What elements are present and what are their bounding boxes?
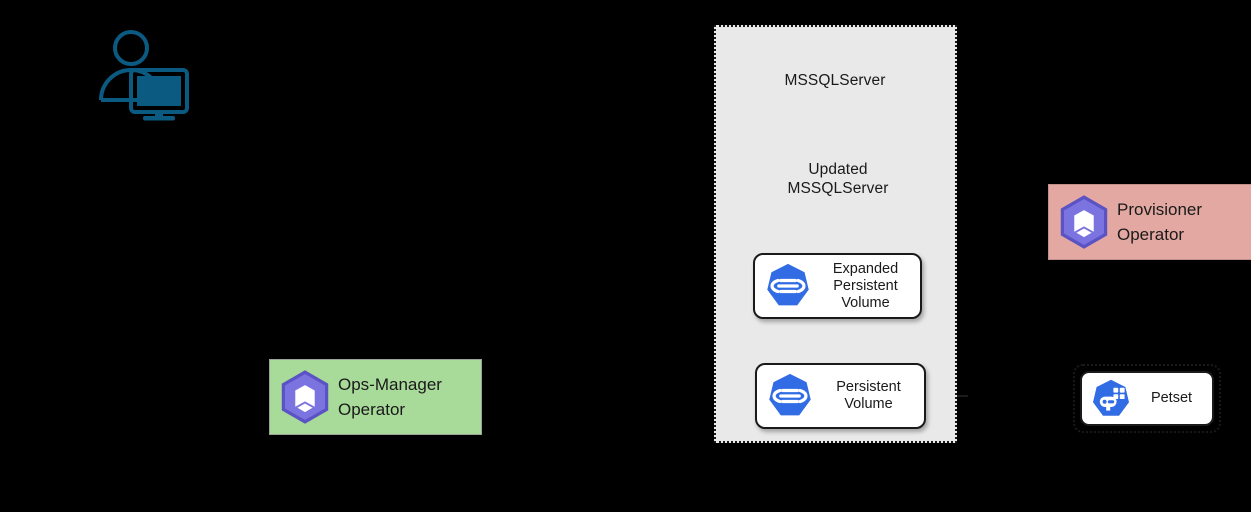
updated-mssqlserver-label: Updated MSSQLServer	[787, 161, 889, 197]
petset-outer-frame	[1073, 364, 1221, 433]
user-at-computer-icon	[99, 30, 189, 121]
petset-label: Petset	[1150, 390, 1193, 406]
kubernetes-petset-icon	[1093, 379, 1129, 416]
provisioner-operator-tile[interactable]: Provisioner Operator	[1048, 184, 1251, 260]
ops-manager-operator-tile[interactable]: Ops-Manager Operator	[269, 359, 482, 435]
kubernetes-persistent-volume-icon	[767, 263, 809, 306]
expanded-persistent-volume-card[interactable]: Expanded Persistent Volume	[753, 253, 922, 319]
provisioner-operator-label: Provisioner Operator	[1117, 200, 1203, 244]
petset-card[interactable]: Petset	[1080, 371, 1214, 426]
kubernetes-persistent-volume-icon	[769, 373, 811, 416]
expanded-persistent-volume-label: Expanded Persistent Volume	[832, 260, 899, 311]
operator-cube-icon	[281, 370, 329, 424]
persistent-volume-card[interactable]: Persistent Volume	[755, 363, 926, 429]
ops-manager-operator-label: Ops-Manager Operator	[338, 375, 442, 419]
operator-cube-icon	[1060, 195, 1108, 249]
persistent-volume-label: Persistent Volume	[836, 379, 901, 412]
mssqlserver-label: MSSQLServer	[784, 72, 886, 89]
